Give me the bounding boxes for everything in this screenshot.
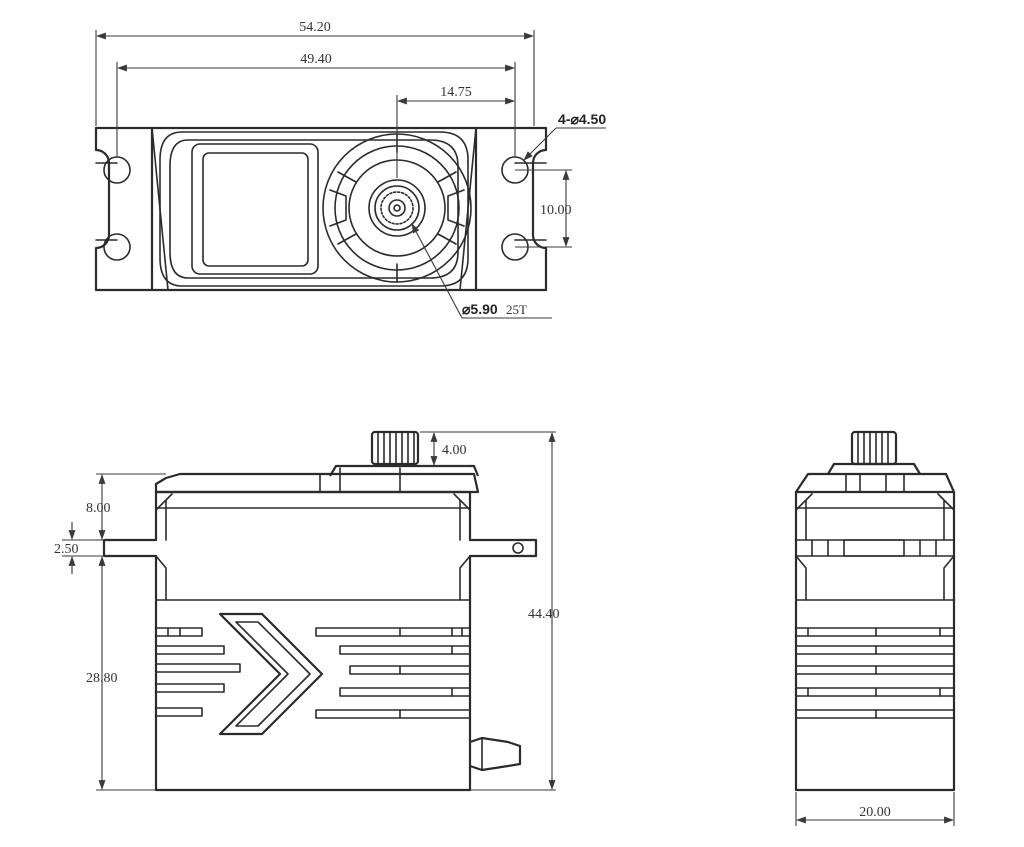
dim-mounting-holes: 4-⌀4.50 <box>558 111 606 127</box>
dim-spline-height: 4.00 <box>442 443 467 458</box>
front-view: 4.00 44.40 8.00 2.50 28.80 <box>54 430 560 792</box>
side-cooling-fins <box>795 627 955 719</box>
front-cable-connector <box>469 736 522 772</box>
dim-top-to-flange: 8.00 <box>86 501 111 516</box>
front-top-case <box>154 472 480 494</box>
top-case-bevel <box>159 131 469 287</box>
side-view: 20.00 <box>794 430 956 826</box>
label-window <box>191 143 319 275</box>
front-top-cap <box>329 464 480 477</box>
side-spline <box>850 430 898 466</box>
front-upper-case <box>102 490 538 792</box>
dim-flange-thickness: 2.50 <box>54 542 79 557</box>
dim-overall-length: 54.20 <box>299 20 331 35</box>
dim-hole-pitch: 10.00 <box>540 203 572 218</box>
top-flange-outline <box>94 126 548 292</box>
dim-spline-teeth: 25T <box>506 302 527 317</box>
dim-spline: ⌀5.90 <box>462 301 498 317</box>
front-cooling-fins <box>155 627 471 719</box>
dim-overall-height: 44.40 <box>528 607 560 622</box>
top-view: 54.20 49.40 14.75 4-⌀4.50 10.00 ⌀5.90 25… <box>94 20 606 319</box>
front-spline <box>370 430 420 466</box>
dim-width: 20.00 <box>859 805 891 820</box>
dim-hole-spacing: 49.40 <box>300 52 332 67</box>
top-body-outline <box>150 128 478 290</box>
mounting-hole-bl <box>103 233 131 261</box>
dim-output-offset: 14.75 <box>440 85 472 100</box>
side-body-outline <box>794 492 956 792</box>
side-top-case <box>794 472 956 494</box>
dim-flange-to-bottom: 28.80 <box>86 671 118 686</box>
chevron-logo <box>218 612 324 736</box>
